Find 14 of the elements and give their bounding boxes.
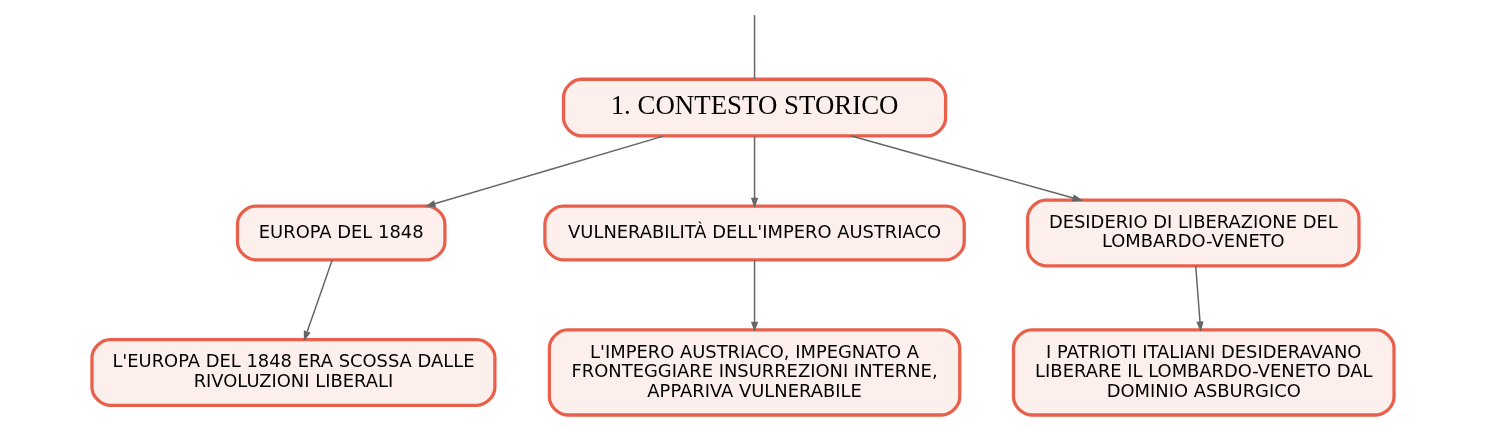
node-box: DESIDERIO DI LIBERAZIONE DEL LOMBARDO-VENETO <box>1025 198 1361 268</box>
node-box: L'IMPERO AUSTRIACO, IMPEGNATO A FRONTEGGIARE INSURREZIONI INTERNE, APPARIVA VULNERABILE <box>547 328 961 417</box>
connector <box>753 14 755 80</box>
node-box: VULNERABILITÀ DELL'IMPERO AUSTRIACO <box>542 204 966 262</box>
arrow <box>750 259 758 333</box>
node-box: EUROPA DEL 1848 <box>235 204 447 262</box>
arrow <box>850 135 1083 202</box>
arrow <box>750 135 758 209</box>
arrow <box>424 135 664 208</box>
arrow <box>303 259 333 342</box>
node-box: 1. CONTESTO STORICO <box>561 77 947 138</box>
arrow <box>1194 265 1204 332</box>
node-box: I PATRIOTI ITALIANI DESIDERAVANO LIBERARE IL LOMBARDO-VENETO DAL DOMINIO ASBURGICO <box>1011 328 1396 417</box>
node-box: L'EUROPA DEL 1848 ERA SCOSSA DALLE RIVOLUZIONI LIBERALI <box>89 338 497 407</box>
